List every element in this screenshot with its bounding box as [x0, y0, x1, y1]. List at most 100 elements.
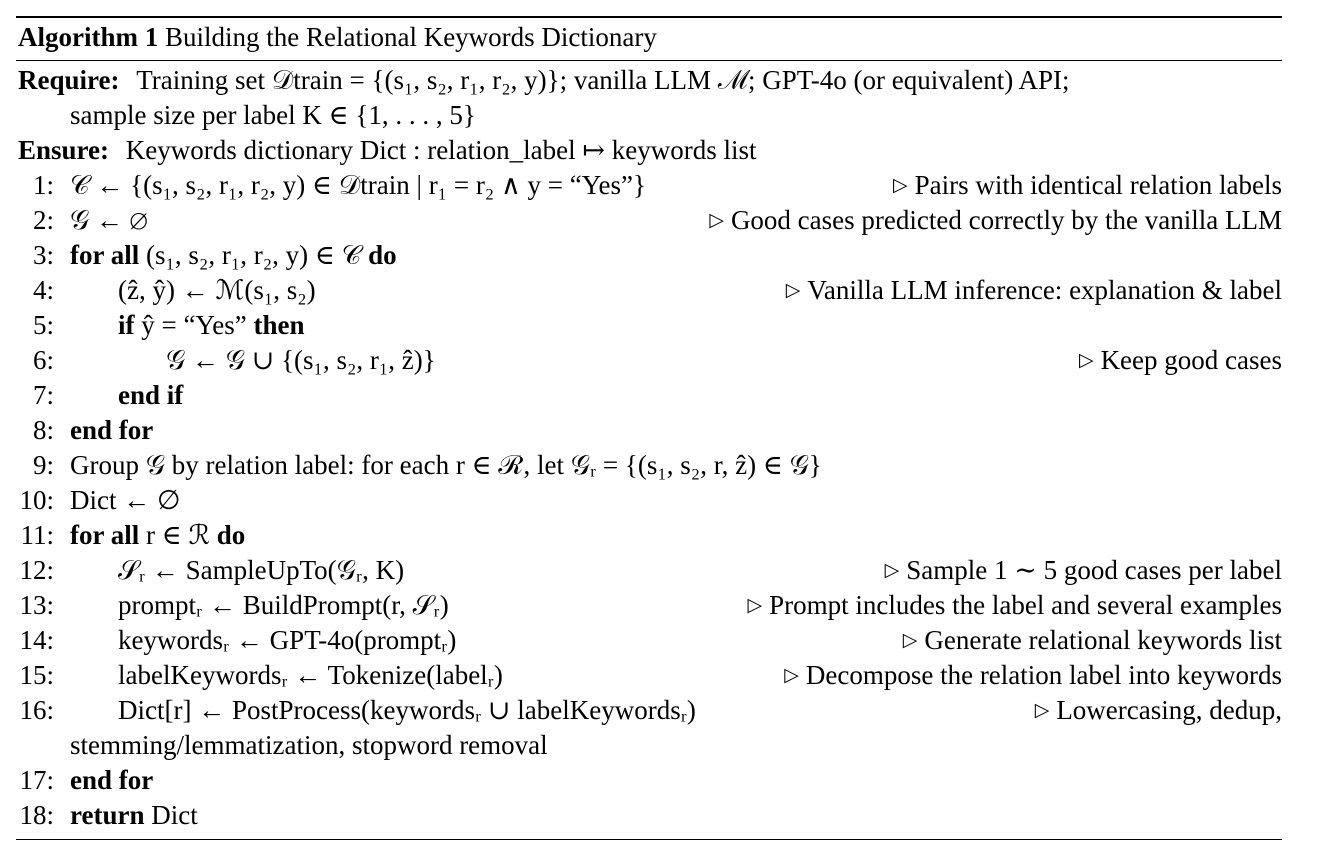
comment-text: Good cases predicted correctly by the va…	[730, 205, 1282, 235]
line-number: 14:	[19, 625, 54, 655]
comment-triangle-icon: ▷	[902, 630, 918, 651]
line-code: promptᵣ ← BuildPrompt(r, 𝒮ᵣ)	[118, 590, 449, 620]
line-code: (ẑ, ŷ) ← ℳ(s₁, s₂)	[118, 275, 316, 305]
line-number: 12:	[19, 555, 54, 585]
comment-text: Lowercasing, dedup,	[1056, 695, 1282, 725]
line-code: 𝒢 ← 𝒢 ∪ {(s₁, s₂, r₁, ẑ)}	[166, 345, 436, 375]
line-comment: ▷ Vanilla LLM inference: explanation & la…	[786, 273, 1282, 311]
algorithm-line: 6: 𝒢 ← 𝒢 ∪ {(s₁, s₂, r₁, ẑ)} ▷ Keep good ca…	[16, 343, 1282, 378]
comment-triangle-icon: ▷	[1034, 700, 1050, 721]
algorithm-line: 3: for all (s₁, s₂, r₁, r₂, y) ∈ 𝒞 do	[16, 238, 1282, 273]
line-number: 8:	[32, 415, 54, 445]
comment-triangle-icon: ▷	[784, 665, 799, 686]
line-number: 6:	[32, 345, 54, 375]
line-number: 11:	[20, 520, 55, 550]
line-code: end for	[70, 415, 154, 445]
line-code: labelKeywordsᵣ ← Tokenize(labelᵣ)	[118, 660, 503, 690]
line-code: if ŷ = “Yes” then	[118, 310, 305, 340]
algorithm-title: Building the Relational Keywords Diction…	[164, 22, 657, 52]
require-text-continued: sample size per label K ∈ {1, . . . , 5}	[70, 100, 476, 130]
comment-triangle-icon: ▷	[1078, 350, 1094, 371]
line-code: for all (s₁, s₂, r₁, r₂, y) ∈ 𝒞 do	[70, 240, 397, 270]
line-number: 5:	[32, 310, 54, 340]
comment-text: Prompt includes the label and several ex…	[769, 590, 1282, 620]
top-rule	[16, 16, 1282, 18]
caption-rule	[16, 60, 1282, 61]
line-number: 10:	[19, 485, 54, 515]
line-number: 16:	[19, 695, 54, 725]
comment-triangle-icon: ▷	[709, 210, 724, 231]
require-line-continued: sample size per label K ∈ {1, . . . , 5}	[16, 98, 1282, 133]
bottom-rule	[16, 839, 1282, 840]
comment-triangle-icon: ▷	[884, 560, 900, 581]
line-number: 13:	[19, 590, 54, 620]
line-number: 4:	[32, 275, 54, 305]
ensure-label: Ensure:	[18, 135, 110, 165]
algorithm-block: Algorithm 1 Building the Relational Keyw…	[16, 16, 1282, 840]
comment-triangle-icon: ▷	[747, 595, 763, 616]
algorithm-number: Algorithm 1	[18, 22, 159, 52]
line-code: Dict ← ∅	[70, 485, 181, 515]
algorithm-line: 5: if ŷ = “Yes” then	[16, 308, 1282, 343]
line-code: Group 𝒢 by relation label: for each r ∈ …	[70, 450, 822, 480]
line-code: 𝒮ᵣ ← SampleUpTo(𝒢ᵣ, K)	[118, 555, 405, 585]
line-number: 17:	[19, 765, 54, 795]
algorithm-line: 2: 𝒢 ← ∅ ▷ Good cases predicted correctly b…	[16, 203, 1282, 238]
algorithm-line: 7: end if	[16, 378, 1282, 413]
algorithm-line: 15: labelKeywordsᵣ ← Tokenize(labelᵣ) ▷ Dec…	[16, 658, 1282, 693]
line-comment: ▷ Prompt includes the label and several e…	[748, 588, 1282, 626]
algorithm-line: 11: for all r ∈ ℛ do	[16, 518, 1282, 553]
algorithm-line: 1: 𝒞 ← {(s₁, s₂, r₁, r₂, y) ∈ 𝒟train | r₁…	[16, 168, 1282, 203]
algorithm-line: 4: (ẑ, ŷ) ← ℳ(s₁, s₂) ▷ Vanilla LLM inferen…	[16, 273, 1282, 308]
comment-text: Decompose the relation label into keywor…	[805, 660, 1282, 690]
line-code: end for	[70, 765, 154, 795]
ensure-line: Ensure: Keywords dictionary Dict : relat…	[16, 133, 1282, 168]
comment-text: Pairs with identical relation labels	[914, 170, 1282, 200]
comment-text: Sample 1 ∼ 5 good cases per label	[906, 555, 1282, 585]
line-number: 9:	[32, 450, 54, 480]
line-code: Dict[r] ← PostProcess(keywordsᵣ ∪ labelK…	[118, 695, 696, 725]
line-code: end if	[118, 380, 184, 410]
algorithm-caption: Algorithm 1 Building the Relational Keyw…	[16, 18, 1282, 60]
algorithm-body: Require: Training set 𝒟train = {(s₁, s₂,…	[16, 61, 1282, 833]
line-number: 7:	[32, 380, 54, 410]
algorithm-line: 17: end for	[16, 763, 1282, 798]
algorithm-line: 14: keywordsᵣ ← GPT-4o(promptᵣ) ▷ Generate …	[16, 623, 1282, 658]
require-label: Require:	[18, 65, 120, 95]
algorithm-line: 9: Group 𝒢 by relation label: for each r …	[16, 448, 1282, 483]
line-number: 18:	[19, 800, 54, 830]
algorithm-line: 13: promptᵣ ← BuildPrompt(r, 𝒮ᵣ) ▷ Prompt i…	[16, 588, 1282, 623]
line-code: for all r ∈ ℛ do	[70, 520, 246, 550]
line-code: keywordsᵣ ← GPT-4o(promptᵣ)	[118, 625, 457, 655]
line-comment: ▷ Lowercasing, dedup,	[1035, 693, 1282, 731]
comment-text: Generate relational keywords list	[924, 625, 1282, 655]
algorithm-line: 18: return Dict	[16, 798, 1282, 833]
algorithm-line: stemming/lemmatization, stopword removal	[16, 728, 1282, 763]
line-number: 2:	[32, 205, 54, 235]
algorithm-line: 10: Dict ← ∅	[16, 483, 1282, 518]
line-code: 𝒢 ← ∅	[70, 205, 148, 235]
comment-text: Vanilla LLM inference: explanation & lab…	[807, 275, 1282, 305]
line-comment: ▷ Keep good cases	[1079, 343, 1282, 381]
line-code: stemming/lemmatization, stopword removal	[70, 730, 548, 760]
algorithm-line: 12: 𝒮ᵣ ← SampleUpTo(𝒢ᵣ, K) ▷ Sample 1 ∼ 5 g…	[16, 553, 1282, 588]
ensure-text: Keywords dictionary Dict : relation_labe…	[125, 135, 757, 165]
line-code: return Dict	[70, 800, 198, 830]
line-number: 15:	[19, 660, 54, 690]
line-code: 𝒞 ← {(s₁, s₂, r₁, r₂, y) ∈ 𝒟train | r₁ =…	[70, 170, 646, 200]
line-number: 3:	[32, 240, 54, 270]
comment-triangle-icon: ▷	[892, 175, 908, 196]
line-comment: ▷ Pairs with identical relation labels	[893, 168, 1282, 206]
comment-triangle-icon: ▷	[785, 280, 801, 301]
require-line: Require: Training set 𝒟train = {(s₁, s₂,…	[16, 63, 1282, 98]
line-comment: ▷ Good cases predicted correctly by the v…	[709, 203, 1282, 241]
line-comment: ▷ Sample 1 ∼ 5 good cases per label	[885, 553, 1282, 591]
require-text: Training set 𝒟train = {(s₁, s₂, r₁, r₂, …	[136, 65, 1070, 95]
line-comment: ▷ Generate relational keywords list	[903, 623, 1282, 661]
comment-text: Keep good cases	[1100, 345, 1282, 375]
line-number: 1:	[32, 170, 54, 200]
algorithm-line: 16: Dict[r] ← PostProcess(keywordsᵣ ∪ lab…	[16, 693, 1282, 728]
line-comment: ▷ Decompose the relation label into keywo…	[784, 658, 1282, 696]
algorithm-line: 8: end for	[16, 413, 1282, 448]
algorithm-lines: 1: 𝒞 ← {(s₁, s₂, r₁, r₂, y) ∈ 𝒟train | r₁…	[16, 168, 1282, 833]
